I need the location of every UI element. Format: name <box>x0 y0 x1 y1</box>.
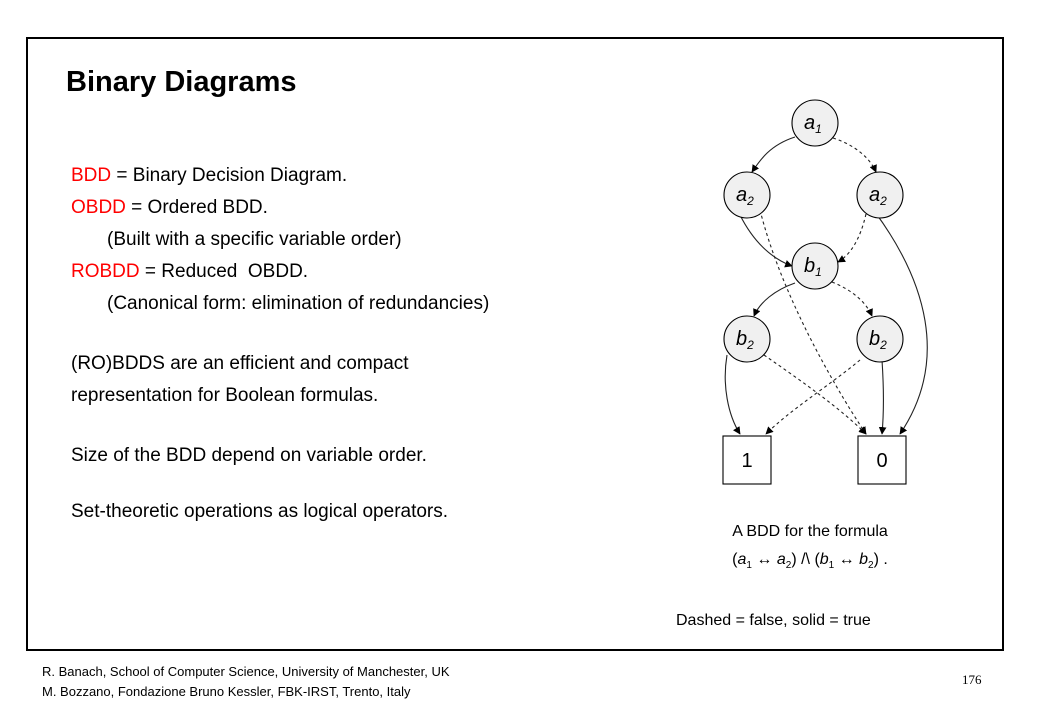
caption-formula: (a1 ↔ a2) /\ (b1 ↔ b2) . <box>732 551 888 572</box>
bdd-definition: BDD = Binary Decision Diagram. <box>71 160 489 192</box>
node-b2-right <box>856 315 904 363</box>
terminal-one-box <box>722 435 772 485</box>
robdd-definition-text: = Reduced OBDD. <box>139 261 309 282</box>
node-b2-left <box>723 315 771 363</box>
variable-order-line: Size of the BDD depend on variable order… <box>71 445 427 466</box>
robdd-term: ROBDD <box>71 261 140 282</box>
edge-a2right-zero-true <box>874 211 928 435</box>
page-number: 176 <box>962 672 982 687</box>
obdd-term: OBDD <box>71 197 126 218</box>
efficiency-line-1: (RO)BDDS are an efficient and compact <box>71 353 409 374</box>
edge-a1-a2right-false <box>832 137 877 173</box>
edge-b1-b2left-true <box>753 282 796 317</box>
obdd-definition-text: = Ordered BDD. <box>125 197 268 218</box>
node-a2-right <box>856 171 904 219</box>
edge-b1-b2right-false <box>831 281 873 317</box>
efficiency-line-2: representation for Boolean formulas. <box>71 385 379 406</box>
slide-title: Binary Diagrams <box>66 66 297 98</box>
node-b2-left-label: b2 <box>736 328 754 352</box>
footer-line-1: R. Banach, School of Computer Science, U… <box>42 664 450 679</box>
edge-a2left-b1-true <box>739 214 793 268</box>
robdd-note: (Canonical form: elimination of redundan… <box>107 293 490 314</box>
obdd-definition: OBDD = Ordered BDD. <box>71 192 489 224</box>
set-operations-line: Set-theoretic operations as logical oper… <box>71 501 449 522</box>
obdd-note: (Built with a specific variable order) <box>107 229 402 250</box>
node-b1-label: b1 <box>804 255 822 279</box>
caption-line-1: A BDD for the formula <box>732 523 888 540</box>
node-a2-left-label: a2 <box>736 184 754 208</box>
slide-frame <box>26 37 1004 651</box>
edge-b2right-zero-true <box>878 359 887 435</box>
diagram-caption: A BDD for the formula (a1 ↔ a2) /\ (b1 ↔… <box>690 518 930 580</box>
edge-a2right-b1-false <box>837 213 867 263</box>
node-a2-left <box>723 171 771 219</box>
bdd-diagram: a1 a2 a2 b1 b2 b2 1 0 <box>722 99 928 485</box>
node-a2-right-label: a2 <box>869 184 887 208</box>
node-b2-right-label: b2 <box>869 328 887 352</box>
edge-b2left-zero-false <box>763 354 867 435</box>
edge-b2right-one-false <box>765 359 861 435</box>
edge-b2left-one-true <box>724 354 741 435</box>
terminal-one-label: 1 <box>741 450 752 472</box>
footer-credits: R. Banach, School of Computer Science, U… <box>42 662 450 702</box>
edge-a1-a2left-true <box>751 136 796 173</box>
node-b1 <box>791 242 839 290</box>
slide-body: BDD = Binary Decision Diagram. OBDD = Or… <box>71 160 489 528</box>
terminal-zero-label: 0 <box>876 450 887 472</box>
edge-a2left-zero-false <box>759 209 867 435</box>
bdd-term: BDD <box>71 165 112 186</box>
edge-legend: Dashed = false, solid = true <box>676 612 871 629</box>
robdd-definition: ROBDD = Reduced OBDD. <box>71 256 489 288</box>
footer-line-2: M. Bozzano, Fondazione Bruno Kessler, FB… <box>42 684 411 699</box>
terminal-zero-box <box>857 435 907 485</box>
node-a1-label: a1 <box>804 112 822 136</box>
node-a1 <box>791 99 839 147</box>
bdd-definition-text: = Binary Decision Diagram. <box>111 165 348 186</box>
